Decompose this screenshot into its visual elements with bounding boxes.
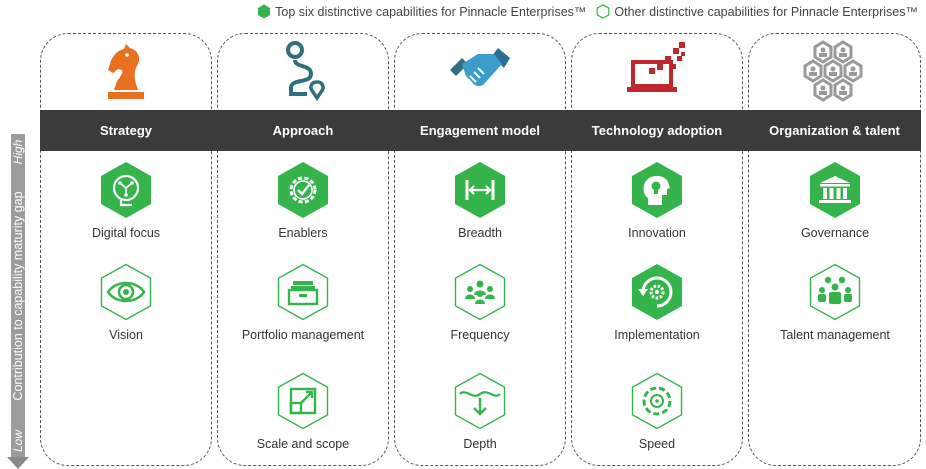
axis-arrow-head xyxy=(7,457,29,469)
capability-vision: Vision xyxy=(51,263,201,344)
expand-arrow-icon xyxy=(277,372,329,430)
head-bulb-icon xyxy=(632,162,682,218)
file-drawer-icon xyxy=(277,263,329,321)
capability-frequency: Frequency xyxy=(405,263,555,344)
gear-cycle-icon xyxy=(632,264,682,320)
capability-label: Scale and scope xyxy=(256,437,350,451)
column-organization-frame xyxy=(748,33,921,466)
maturity-gap-axis: High Contribution to capability maturity… xyxy=(2,134,38,469)
capability-label: Governance xyxy=(800,226,870,240)
capability-label: Portfolio management xyxy=(241,328,365,342)
chess-knight-icon xyxy=(108,44,144,99)
circuit-head-icon xyxy=(101,162,151,218)
capability-label: Innovation xyxy=(628,226,686,240)
capability-implementation: Implementation xyxy=(582,263,732,344)
eye-icon xyxy=(100,263,152,321)
column-title-technology-adoption: Technology adoption xyxy=(591,123,723,138)
institution-icon xyxy=(810,162,860,218)
capability-label: Frequency xyxy=(450,328,510,342)
capability-label: Implementation xyxy=(614,328,700,342)
speed-dial-icon xyxy=(631,372,683,430)
capability-label: Vision xyxy=(109,328,143,342)
axis-high-label: High xyxy=(11,139,25,165)
column-title-approach: Approach xyxy=(272,123,334,138)
width-arrows-icon xyxy=(455,162,505,218)
capability-label: Speed xyxy=(638,437,676,451)
wave-down-arrow-icon xyxy=(454,372,506,430)
people-hexagons-icon xyxy=(803,40,863,102)
axis-low-label: Low xyxy=(11,429,25,453)
laptop-pixels-icon xyxy=(627,42,685,92)
legend-other-label: Other distinctive capabilities for Pinna… xyxy=(614,4,918,19)
capability-depth: Depth xyxy=(405,372,555,453)
axis-strip xyxy=(11,134,25,459)
capability-digital-focus: Digital focus xyxy=(51,161,201,242)
capability-label: Enablers xyxy=(278,226,328,240)
outline-hexagon-icon xyxy=(596,4,610,19)
handshake-icon xyxy=(450,48,510,87)
capability-governance: Governance xyxy=(760,161,910,242)
column-engagement-frame xyxy=(394,33,566,466)
capability-speed: Speed xyxy=(582,372,732,453)
gear-check-icon xyxy=(278,162,328,218)
column-title-organization-talent: Organization & talent xyxy=(769,123,900,138)
column-strategy-frame xyxy=(40,33,212,466)
column-technology-frame xyxy=(571,33,743,466)
legend-item-other: Other distinctive capabilities for Pinna… xyxy=(596,4,918,19)
route-pin-icon xyxy=(286,41,325,102)
pillar-header-bar xyxy=(40,110,921,151)
people-group-icon xyxy=(454,263,506,321)
capability-label: Talent management xyxy=(780,328,890,342)
capability-innovation: Innovation xyxy=(582,161,732,242)
axis-title: Contribution to capability maturity gap xyxy=(11,191,25,401)
filled-hexagon-icon xyxy=(258,4,271,19)
column-title-engagement-model: Engagement model xyxy=(420,123,540,138)
column-approach-frame xyxy=(217,33,389,466)
capability-portfolio-management: Portfolio management xyxy=(228,263,378,344)
capability-scale-and-scope: Scale and scope xyxy=(228,372,378,453)
capability-talent-management: Talent management xyxy=(760,263,910,344)
column-title-strategy: Strategy xyxy=(99,123,153,138)
capability-enablers: Enablers xyxy=(228,161,378,242)
capability-label: Digital focus xyxy=(91,226,161,240)
capability-label: Depth xyxy=(463,437,497,451)
team-icon xyxy=(809,263,861,321)
capability-label: Breadth xyxy=(458,226,502,240)
legend-item-top-six: Top six distinctive capabilities for Pin… xyxy=(257,4,586,19)
legend: Top six distinctive capabilities for Pin… xyxy=(257,4,918,19)
capability-breadth: Breadth xyxy=(405,161,555,242)
legend-top-six-label: Top six distinctive capabilities for Pin… xyxy=(275,4,587,19)
